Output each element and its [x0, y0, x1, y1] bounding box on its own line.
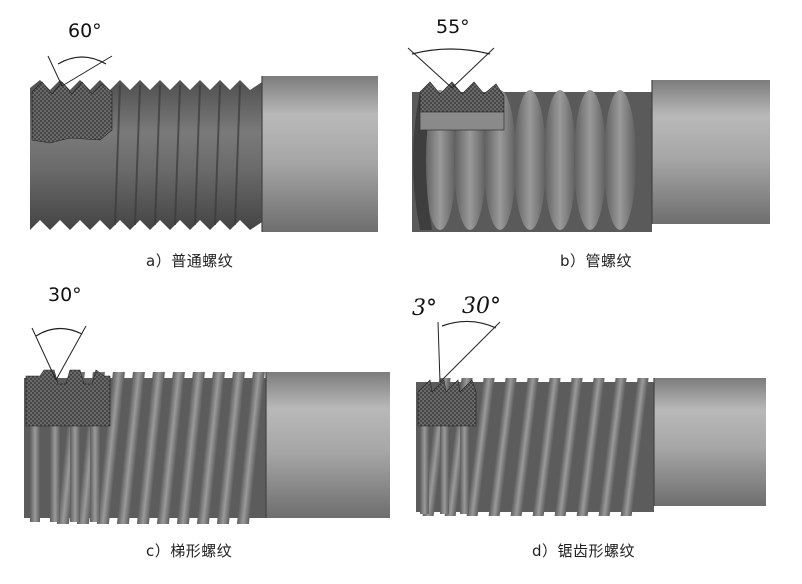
panel-d-buttress-thread: [416, 320, 766, 516]
panel-c-trapezoidal-thread: [24, 325, 390, 524]
panel-a-caption: a）普通螺纹: [146, 252, 234, 270]
panel-d-thread-ridges: [422, 378, 649, 516]
panel-d-caption: d）锯齿形螺纹: [532, 542, 636, 560]
panel-d-angle-right-label: 30°: [462, 294, 501, 319]
panel-d-section-cut: [417, 379, 477, 427]
panel-a-metric-thread: [30, 55, 378, 232]
panel-b-pipe-thread: [407, 47, 770, 232]
panel-c-caption: c）梯形螺纹: [146, 542, 233, 560]
panel-d-angle-arc: [441, 320, 497, 329]
panel-c-left-ridges: [30, 426, 100, 522]
panel-c-angle-label: 30°: [48, 284, 82, 306]
panel-b-cylinder: [652, 80, 770, 224]
panel-c-section-cut: [25, 369, 111, 427]
panel-d-left-ridges: [420, 426, 469, 514]
panel-b-caption: b）管螺纹: [560, 252, 633, 270]
panel-a-angle-label: 60°: [68, 20, 102, 42]
panel-b-angle-label: 55°: [436, 16, 470, 38]
panel-c-angle-arc: [35, 327, 83, 337]
panel-d-angle-left-label: 3°: [412, 296, 437, 321]
panel-b-key-slot: [419, 111, 505, 131]
panel-b-angle-arc: [411, 48, 491, 55]
panel-a-section-cut: [31, 81, 113, 144]
panel-a-angle-arc: [57, 56, 107, 65]
panel-b-section-cut: [419, 81, 505, 113]
panel-a-thread-grooves: [114, 84, 241, 226]
panel-c-cylinder: [266, 372, 390, 518]
panel-d-cylinder: [654, 378, 766, 506]
panel-a-cylinder: [262, 76, 378, 232]
